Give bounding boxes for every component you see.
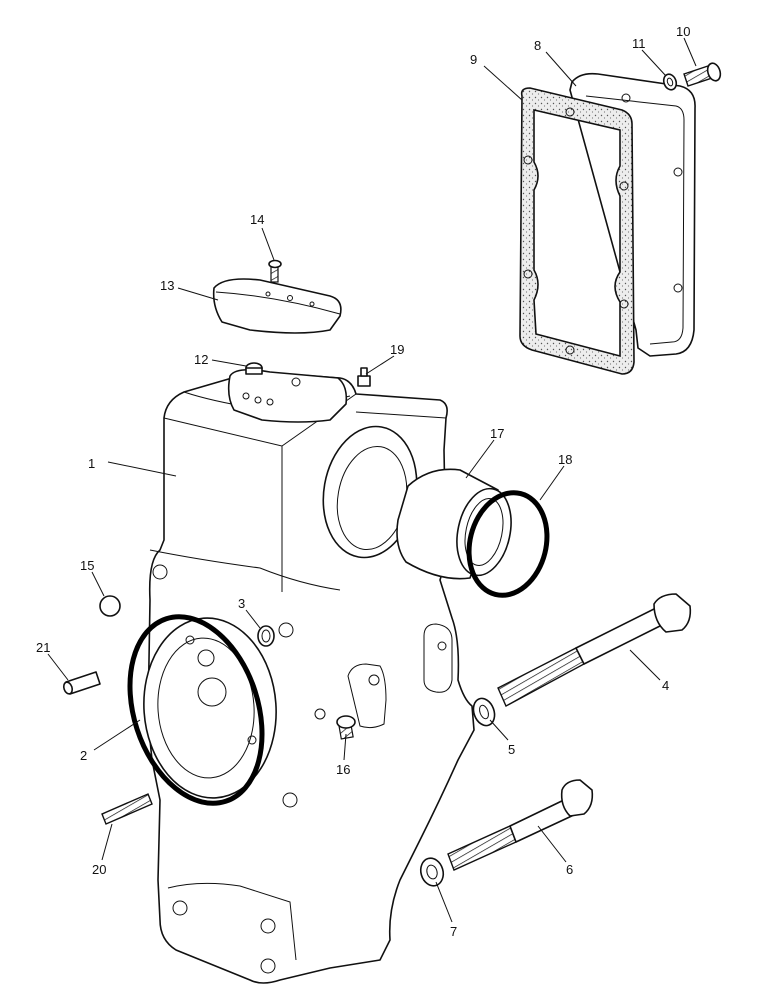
callout-10: 10 <box>676 24 690 39</box>
gasket <box>519 87 635 375</box>
callout-18: 18 <box>558 452 572 467</box>
blanking-plug <box>99 595 121 617</box>
callout-12: 12 <box>194 352 208 367</box>
callout-1: 1 <box>88 456 95 471</box>
callout-7: 7 <box>450 924 457 939</box>
callout-19: 19 <box>390 342 404 357</box>
sleeve-seal-ring <box>466 490 550 598</box>
gearbox-housing <box>143 368 475 984</box>
callout-3: 3 <box>238 596 245 611</box>
callout-21: 21 <box>36 640 50 655</box>
long-bolt <box>497 593 692 707</box>
stud <box>101 793 153 825</box>
callout-6: 6 <box>566 862 573 877</box>
callout-2: 2 <box>80 748 87 763</box>
callout-13: 13 <box>160 278 174 293</box>
callout-15: 15 <box>80 558 94 573</box>
cover-screw <box>683 62 722 87</box>
cap-screw <box>268 259 282 283</box>
leader-lines <box>47 37 697 923</box>
callout-labels: 1 2 3 4 5 6 7 8 9 10 11 12 13 14 15 16 1… <box>36 24 690 939</box>
callout-20: 20 <box>92 862 106 877</box>
breather-nipple <box>357 367 371 387</box>
callout-8: 8 <box>534 38 541 53</box>
bolt-washer-lower <box>419 857 445 887</box>
callout-5: 5 <box>508 742 515 757</box>
cover-washer <box>662 73 678 91</box>
dowel-pin <box>62 671 101 695</box>
bolt-washer-upper <box>472 697 496 727</box>
dowel-ring <box>257 625 275 647</box>
short-bolt <box>447 779 594 871</box>
bearing-o-ring <box>127 614 265 806</box>
callout-17: 17 <box>490 426 504 441</box>
callout-4: 4 <box>662 678 669 693</box>
callout-14: 14 <box>250 212 264 227</box>
callout-9: 9 <box>470 52 477 67</box>
callout-16: 16 <box>336 762 350 777</box>
callout-11: 11 <box>632 36 646 51</box>
side-plug <box>336 715 356 740</box>
bearing-sleeve <box>396 468 512 580</box>
top-cap <box>212 278 342 334</box>
breather-plug <box>245 362 263 375</box>
